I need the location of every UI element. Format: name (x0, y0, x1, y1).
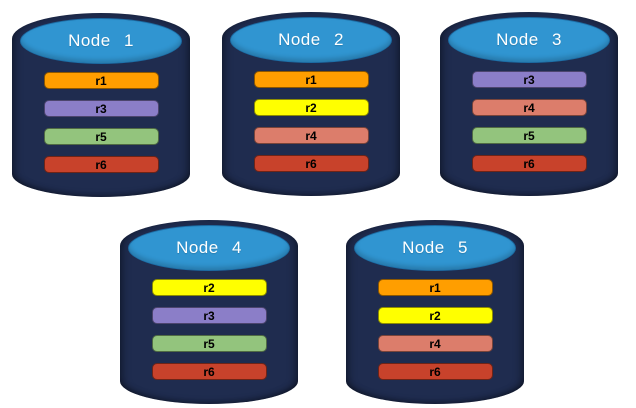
database-node: Node 1 r1 r3 r5 r6 (12, 13, 190, 197)
replica-bar: r2 (253, 99, 369, 116)
replica-list: r1 r2 r4 r6 (346, 279, 524, 380)
replica-bar: r2 (377, 307, 493, 324)
replica-bar: r4 (253, 127, 369, 144)
replica-bar: r3 (151, 307, 267, 324)
node-title: Node 3 (496, 30, 562, 49)
replica-bar: r1 (253, 71, 369, 88)
replica-bar: r6 (151, 363, 267, 380)
database-node: Node 5 r1 r2 r4 r6 (346, 220, 524, 404)
replica-list: r2 r3 r5 r6 (120, 279, 298, 380)
database-cylinder-top-icon: Node 5 (354, 225, 516, 271)
replica-bar: r4 (471, 99, 587, 116)
replica-bar: r2 (151, 279, 267, 296)
node-title: Node 5 (402, 238, 468, 257)
replica-bar: r6 (377, 363, 493, 380)
replica-bar: r3 (43, 100, 159, 117)
database-cylinder-top-icon: Node 2 (230, 17, 392, 63)
replica-bar: r5 (43, 128, 159, 145)
replica-bar: r6 (471, 155, 587, 172)
replica-bar: r4 (377, 335, 493, 352)
database-cylinder-top-icon: Node 3 (448, 17, 610, 63)
replica-list: r1 r3 r5 r6 (12, 72, 190, 173)
replica-list: r1 r2 r4 r6 (222, 71, 400, 172)
node-title: Node 4 (176, 238, 242, 257)
replica-bar: r5 (471, 127, 587, 144)
database-cylinder-top-icon: Node 4 (128, 225, 290, 271)
node-title: Node 2 (278, 30, 344, 49)
replica-bar: r6 (43, 156, 159, 173)
node-title: Node 1 (68, 31, 134, 50)
replica-bar: r5 (151, 335, 267, 352)
replica-bar: r1 (43, 72, 159, 89)
replica-list: r3 r4 r5 r6 (440, 71, 618, 172)
replica-bar: r6 (253, 155, 369, 172)
database-node: Node 3 r3 r4 r5 r6 (440, 12, 618, 196)
database-node: Node 4 r2 r3 r5 r6 (120, 220, 298, 404)
database-node: Node 2 r1 r2 r4 r6 (222, 12, 400, 196)
replica-bar: r1 (377, 279, 493, 296)
database-cylinder-top-icon: Node 1 (20, 18, 182, 64)
replica-bar: r3 (471, 71, 587, 88)
